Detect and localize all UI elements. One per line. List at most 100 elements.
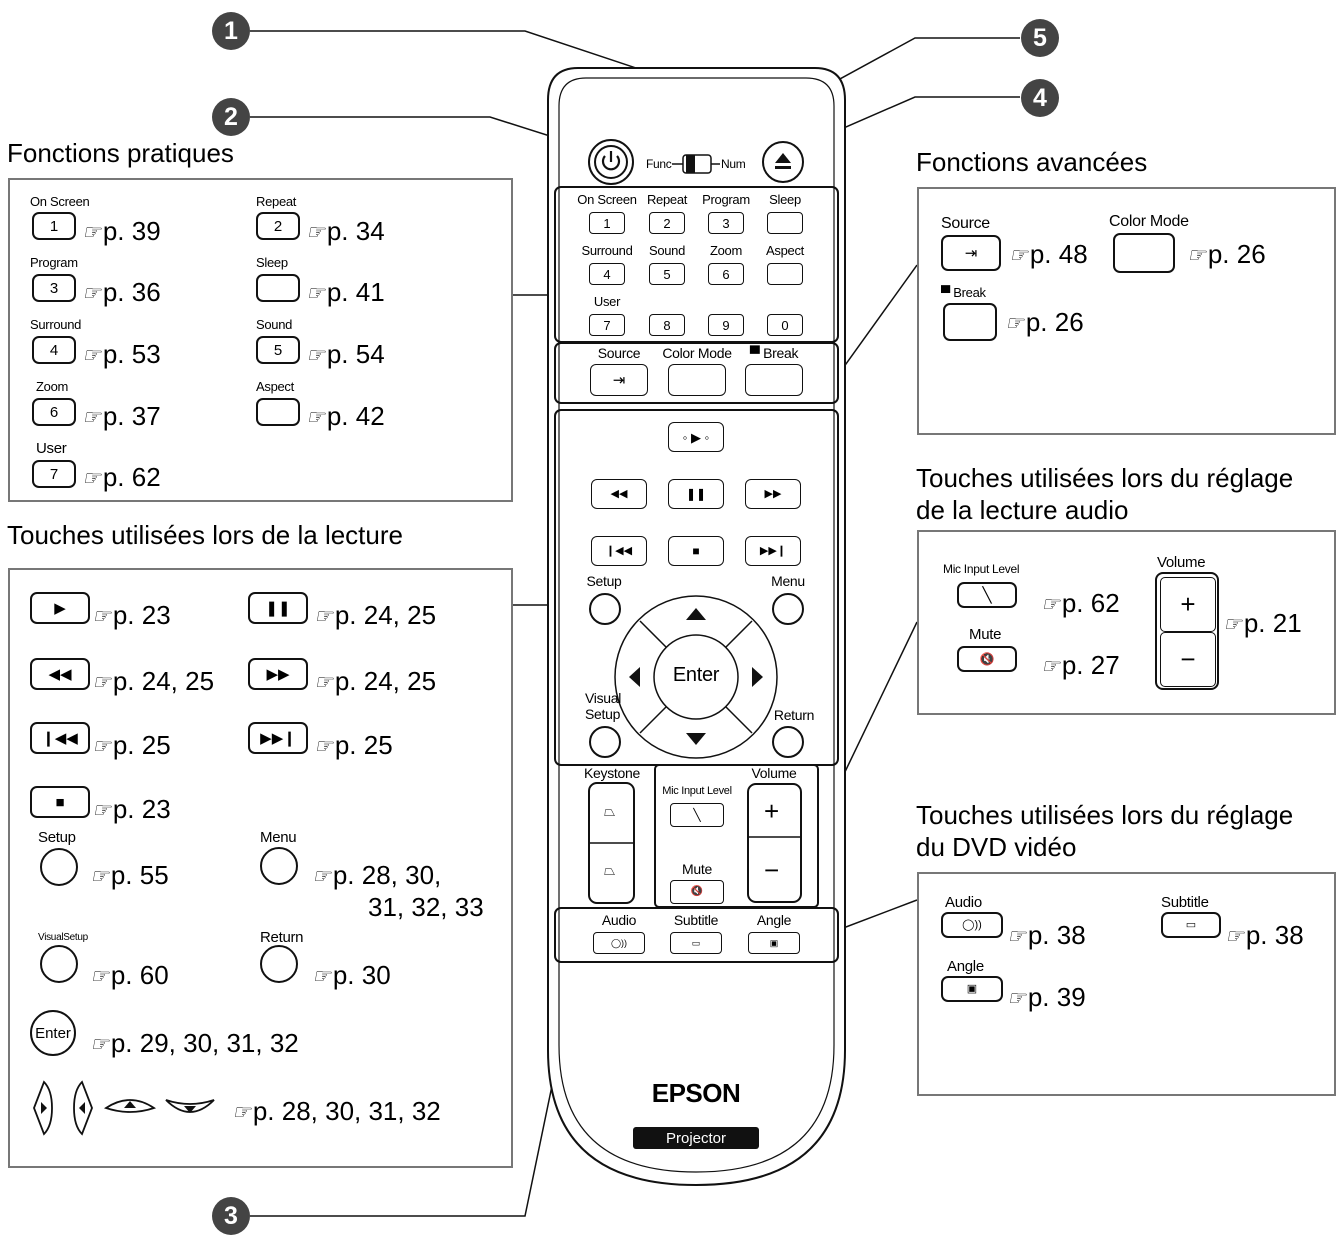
remote-key-label: Zoom — [709, 243, 743, 258]
remote-key: 1 — [589, 212, 625, 234]
remote-key-label: User — [593, 294, 621, 309]
volume-ref: ☞p. 21 — [1223, 608, 1302, 638]
remote-break-label: ▀ Break — [749, 345, 799, 361]
remote-key-label: Program — [702, 192, 750, 207]
remote-visual-label-2: Setup — [585, 706, 621, 722]
prev-ref: ☞p. 25 — [92, 730, 171, 760]
remote-key — [767, 263, 803, 285]
remote-num-label: Num — [721, 157, 746, 171]
remote-volume-plus: + — [764, 796, 780, 826]
audio-heading-line1: Touches utilisées lors du réglage — [916, 463, 1294, 493]
enter-ref: ☞p. 29, 30, 31, 32 — [90, 1028, 299, 1058]
next-ref: ☞p. 25 — [314, 730, 393, 760]
practical-ref: ☞p. 34 — [306, 216, 385, 246]
remote-mute-key: 🔇 — [670, 880, 724, 904]
arrow-keys-icon — [33, 1080, 215, 1136]
remote-colormode-key — [668, 364, 726, 396]
remote-menu-key — [772, 593, 804, 625]
remote-key-label: Sound — [648, 243, 686, 258]
keystone-up-icon: ⏢ — [604, 803, 616, 819]
advanced-source-ref: ☞p. 48 — [1009, 239, 1088, 269]
remote-stop-key: ■ — [668, 536, 724, 566]
rewind-key: ◀◀ — [30, 658, 90, 690]
remote-enter-label: Enter — [672, 664, 720, 686]
callout-2-leader — [250, 116, 595, 151]
enter-key: Enter — [30, 1010, 76, 1056]
advanced-break-ref: ☞p. 26 — [1005, 307, 1084, 337]
brand-logo: EPSON — [651, 1078, 741, 1108]
practical-ref: ☞p. 62 — [82, 462, 161, 492]
remote-mic-label: Mic Input Level — [662, 785, 732, 797]
practical-key — [256, 274, 300, 302]
practical-ref: ☞p. 36 — [82, 277, 161, 307]
remote-key-label: On Screen — [577, 192, 637, 207]
practical-label: Zoom — [36, 379, 69, 394]
play-key: ▶ — [30, 592, 90, 624]
menu-label: Menu — [260, 829, 297, 846]
visual-setup-key — [40, 945, 78, 983]
mute-label: Mute — [969, 626, 1002, 643]
practical-ref: ☞p. 37 — [82, 401, 161, 431]
practical-ref: ☞p. 53 — [82, 339, 161, 369]
practical-label: Surround — [30, 317, 82, 332]
remote-visual-label-1: Visual — [585, 690, 622, 706]
menu-ref-line2: 31, 32, 33 — [368, 892, 484, 922]
remote-inner-outline — [558, 77, 835, 1173]
remote-volume-label: Volume — [751, 765, 797, 781]
stop-key: ■ — [30, 786, 90, 818]
remote-key-label: Surround — [581, 243, 633, 258]
practical-ref: ☞p. 41 — [306, 277, 385, 307]
remote-mute-label: Mute — [682, 861, 712, 877]
remote-key: 2 — [649, 212, 685, 234]
keystone-down-icon: ⏢ — [604, 862, 616, 878]
remote-key: 7 — [589, 314, 625, 336]
remote-key: 0 — [767, 314, 803, 336]
return-label: Return — [260, 929, 304, 946]
setup-ref: ☞p. 55 — [90, 860, 169, 890]
practical-label: Repeat — [256, 194, 297, 209]
mic-ref: ☞p. 62 — [1041, 588, 1120, 618]
practical-key: 3 — [32, 274, 76, 302]
volume-plus: + — [1160, 577, 1216, 632]
remote-return-key — [772, 726, 804, 758]
advanced-colormode-ref: ☞p. 26 — [1187, 239, 1266, 269]
remote-right-arrow — [752, 667, 763, 687]
callout-5: 5 — [1021, 19, 1059, 57]
practical-key: 2 — [256, 212, 300, 240]
remote-key: 3 — [708, 212, 744, 234]
remote-visual-key — [589, 726, 621, 758]
practical-key: 5 — [256, 336, 300, 364]
remote-volume-rocker — [747, 783, 802, 903]
remote-angle-key: ▣ — [748, 932, 800, 954]
remote-key: 5 — [649, 263, 685, 285]
remote-section-advanced — [554, 342, 839, 404]
audio-heading-line2: de la lecture audio — [916, 495, 1129, 525]
dvd-heading-line1: Touches utilisées lors du réglage — [916, 800, 1294, 830]
remote-key: 9 — [708, 314, 744, 336]
practical-panel: On Screen 1 ☞p. 39 Repeat 2 ☞p. 34 Progr… — [8, 178, 513, 502]
remote-menu-label: Menu — [771, 573, 805, 589]
menu-key — [260, 847, 298, 885]
prev-key: ❙◀◀ — [30, 722, 90, 754]
return-ref: ☞p. 30 — [312, 960, 391, 990]
remote-key: 4 — [589, 263, 625, 285]
practical-ref: ☞p. 54 — [306, 339, 385, 369]
callout-3: 3 — [212, 1197, 250, 1235]
remote-ffwd-key: ▶▶ — [745, 479, 801, 509]
cup-icon: ▀ — [749, 345, 764, 361]
advanced-source-label: Source — [941, 215, 990, 232]
advanced-colormode-key — [1113, 233, 1175, 273]
ffwd-key: ▶▶ — [248, 658, 308, 690]
remote-section-dvd — [554, 907, 839, 963]
advanced-break-label: ▀ Break — [941, 285, 986, 300]
dvd-subtitle-label: Subtitle — [1161, 894, 1209, 911]
remote-down-arrow — [686, 733, 706, 745]
remote-mic-key: ╲ — [670, 803, 724, 827]
practical-label: User — [36, 440, 67, 457]
remote-prev-key: ❙◀◀ — [591, 536, 647, 566]
dvd-audio-label: Audio — [945, 894, 982, 911]
dvd-audio-key: ◯)) — [941, 912, 1003, 938]
practical-heading: Fonctions pratiques — [7, 138, 234, 168]
